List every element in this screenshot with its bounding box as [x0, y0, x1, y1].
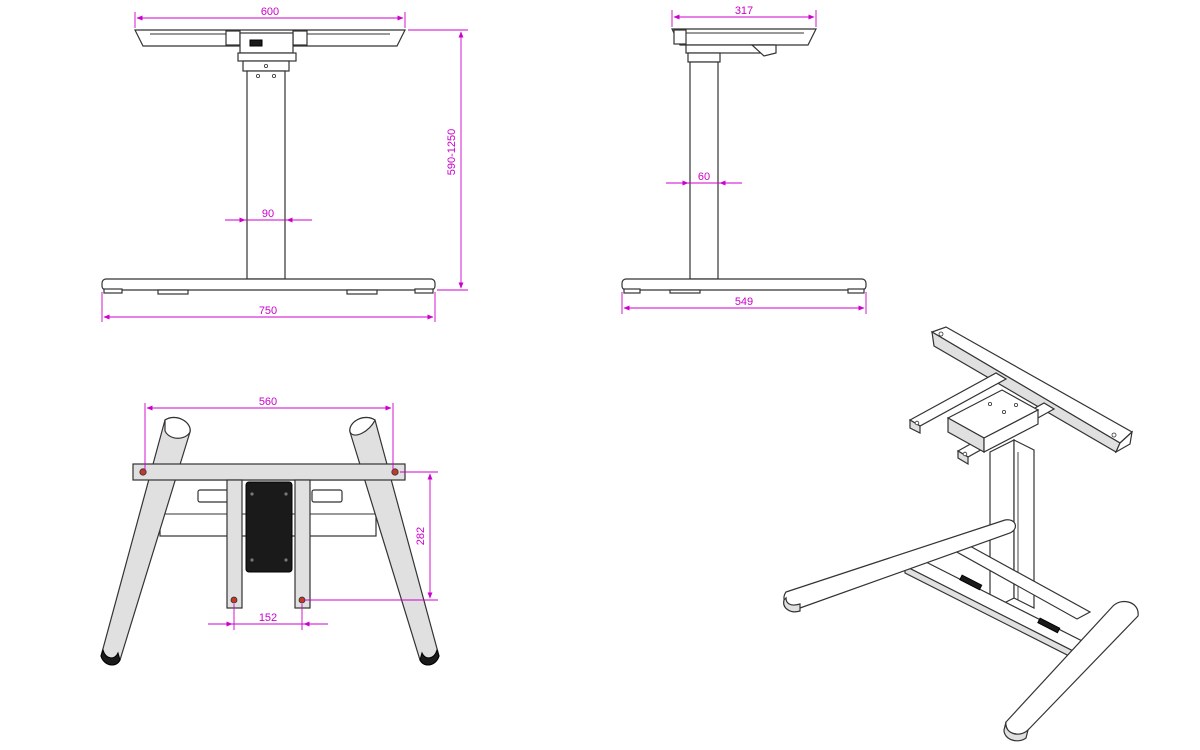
front-top-frame	[134, 29, 406, 62]
dim-label-column-depth: 60	[698, 171, 710, 183]
bottom-cross-bar	[132, 463, 406, 481]
dim-top-depth: 317	[671, 5, 817, 27]
iso-motor-box	[946, 389, 1040, 454]
dim-label-mount-depth: 282	[415, 527, 427, 545]
dim-column-depth: 60	[666, 171, 742, 186]
bottom-leg-left	[100, 416, 191, 666]
side-column	[687, 52, 721, 280]
dim-label-top-width: 600	[261, 6, 279, 18]
iso-top-beam	[930, 326, 1134, 454]
dim-label-base-depth: 549	[735, 296, 753, 308]
dim-mount-spacing: 152	[208, 604, 328, 630]
dim-leg-span: 560	[144, 396, 394, 470]
bottom-motor-housing	[245, 481, 293, 573]
front-base-foot	[101, 278, 436, 295]
dim-label-base-width: 750	[259, 305, 277, 317]
side-view: 317 60 549	[621, 5, 867, 314]
dim-mount-depth: 282	[305, 471, 438, 601]
dim-label-height-range: 590-1250	[446, 129, 458, 176]
dim-label-column-width: 90	[262, 208, 274, 220]
iso-foot-right	[1003, 600, 1139, 742]
front-view: 600 590-1250 90 750	[101, 6, 468, 322]
dim-top-width: 600	[134, 6, 406, 28]
dim-height-range: 590-1250	[408, 29, 468, 291]
dim-base-depth: 549	[621, 292, 867, 314]
dim-column-width: 90	[225, 208, 312, 223]
dim-label-leg-span: 560	[259, 396, 277, 408]
bottom-view: 560 282 152	[100, 396, 440, 666]
front-column	[242, 60, 290, 280]
dim-label-mount-spacing: 152	[259, 612, 277, 624]
dim-base-width: 750	[101, 292, 436, 322]
side-base-foot	[621, 278, 867, 294]
isometric-view	[783, 326, 1139, 742]
iso-foot-left	[783, 519, 1017, 613]
bottom-mounting-arms	[226, 479, 311, 609]
dim-label-top-depth: 317	[735, 5, 753, 17]
side-top-frame	[671, 28, 817, 57]
